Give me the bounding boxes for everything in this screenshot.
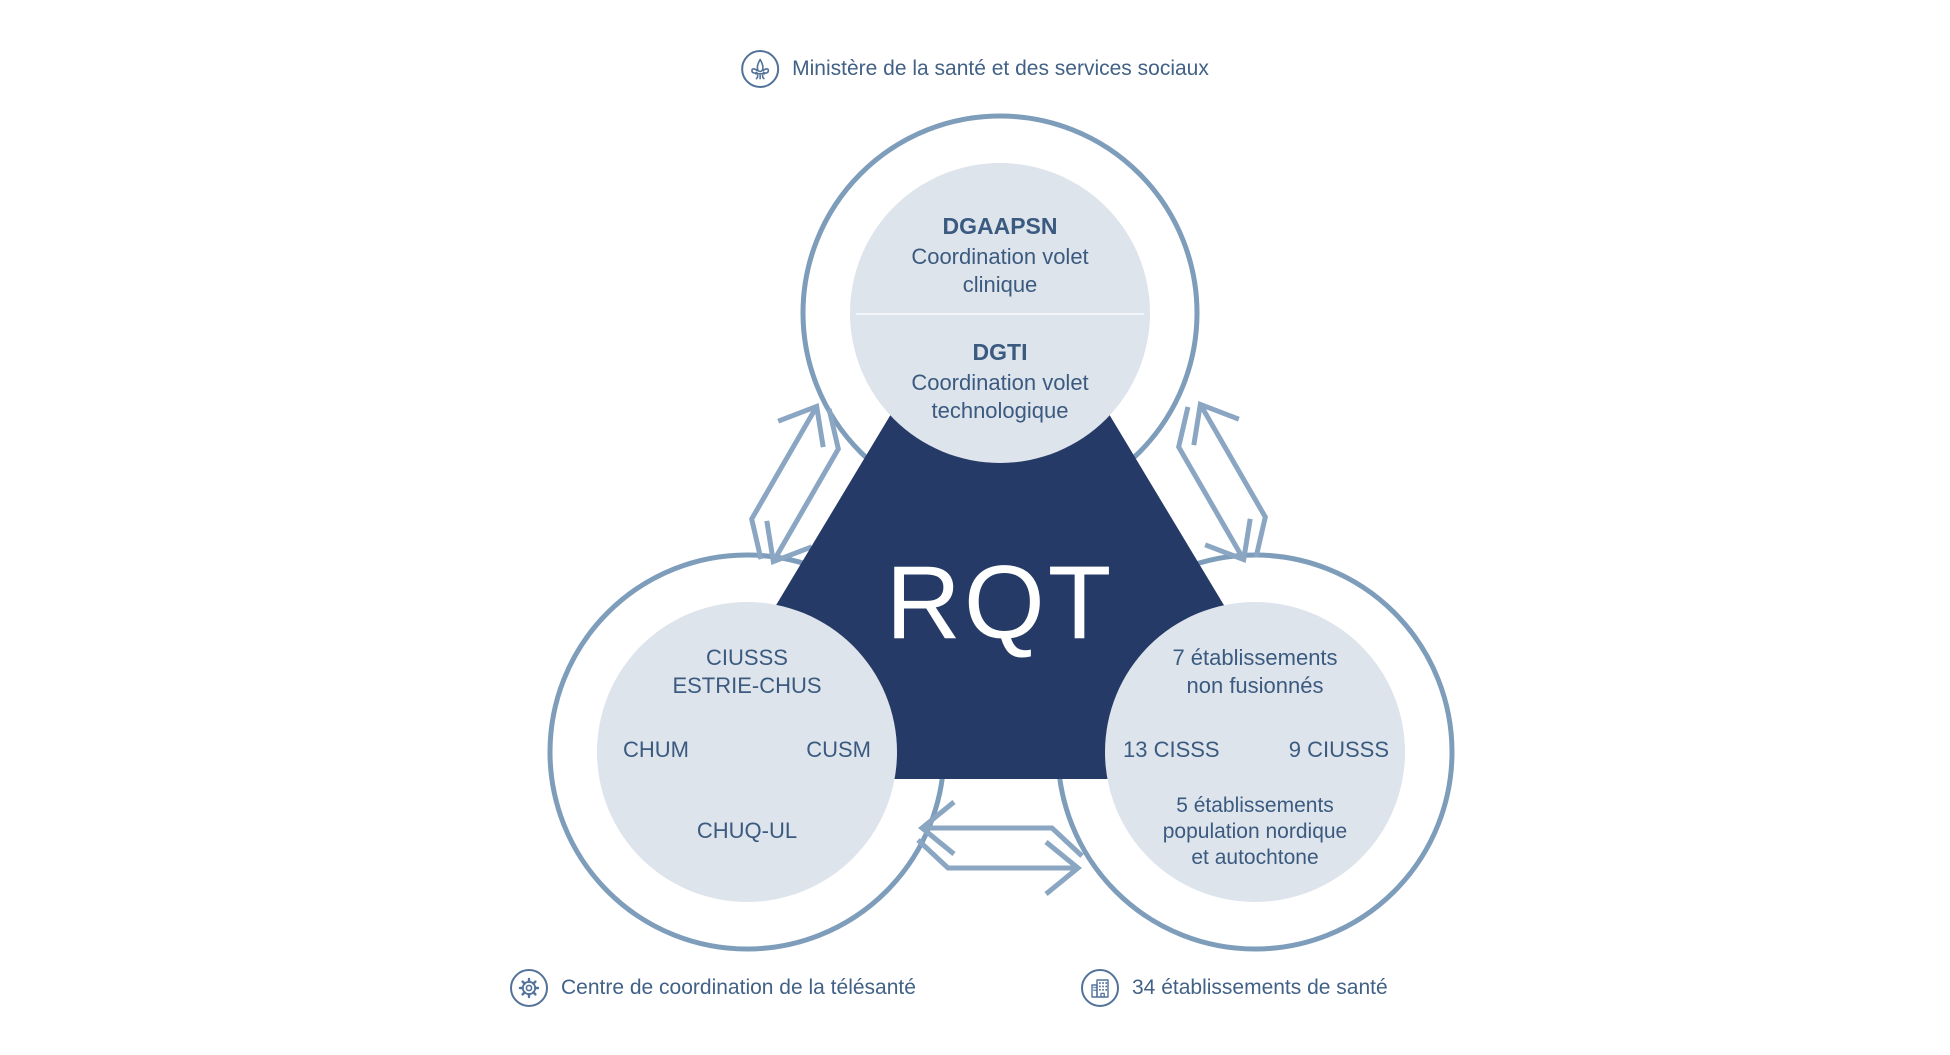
etablissements-label-text: 34 établissements de santé bbox=[1132, 976, 1388, 999]
chuq-ul: CHUQ-UL bbox=[696, 818, 798, 843]
exchange-arrows-left bbox=[749, 403, 841, 565]
hospital-building-icon bbox=[1081, 969, 1119, 1007]
cisss-13: 13 CISSS bbox=[1123, 737, 1220, 762]
center-title: RQT bbox=[885, 545, 1115, 661]
section-divider bbox=[856, 313, 1144, 315]
etablissements-label: 34 établissements de santé bbox=[1081, 969, 1388, 1007]
exchange-arrows-bottom bbox=[916, 800, 1084, 896]
coordination-label-text: Centre de coordination de la télésanté bbox=[561, 976, 916, 999]
etablissements-nordique: 5 établissements population nordique et … bbox=[1162, 794, 1348, 869]
dgaapsn-title: DGAAPSN bbox=[942, 213, 1058, 239]
fleur-de-lis-icon bbox=[741, 50, 780, 88]
etablissements-non-fusionnes: 7 établissements non fusionnés bbox=[1172, 645, 1338, 698]
left-node-circle: CIUSSS ESTRIE-CHUS CHUM CUSM CHUQ-UL bbox=[597, 602, 897, 902]
top-node-circle: DGAAPSN Coordination volet clinique DGTI… bbox=[850, 163, 1150, 463]
core-triangle bbox=[683, 247, 1317, 779]
ministry-label: Ministère de la santé et des services so… bbox=[741, 50, 1209, 88]
ciusss-9: 9 CIUSSS bbox=[1288, 737, 1389, 762]
dgti-title: DGTI bbox=[972, 339, 1028, 365]
ciusss-estrie-chus: CIUSSS ESTRIE-CHUS bbox=[672, 645, 822, 698]
gear-icon bbox=[510, 969, 548, 1007]
coordination-label: Centre de coordination de la télésanté bbox=[510, 969, 916, 1007]
exchange-arrows-right bbox=[1176, 401, 1268, 563]
ministry-label-text: Ministère de la santé et des services so… bbox=[792, 57, 1209, 80]
dgaapsn-subtitle: Coordination volet clinique bbox=[911, 244, 1089, 297]
cusm: CUSM bbox=[806, 737, 871, 762]
dgti-subtitle: Coordination volet technologique bbox=[911, 370, 1089, 423]
right-node-circle: 7 établissements non fusionnés 13 CISSS … bbox=[1105, 602, 1405, 902]
chum: CHUM bbox=[623, 737, 689, 762]
